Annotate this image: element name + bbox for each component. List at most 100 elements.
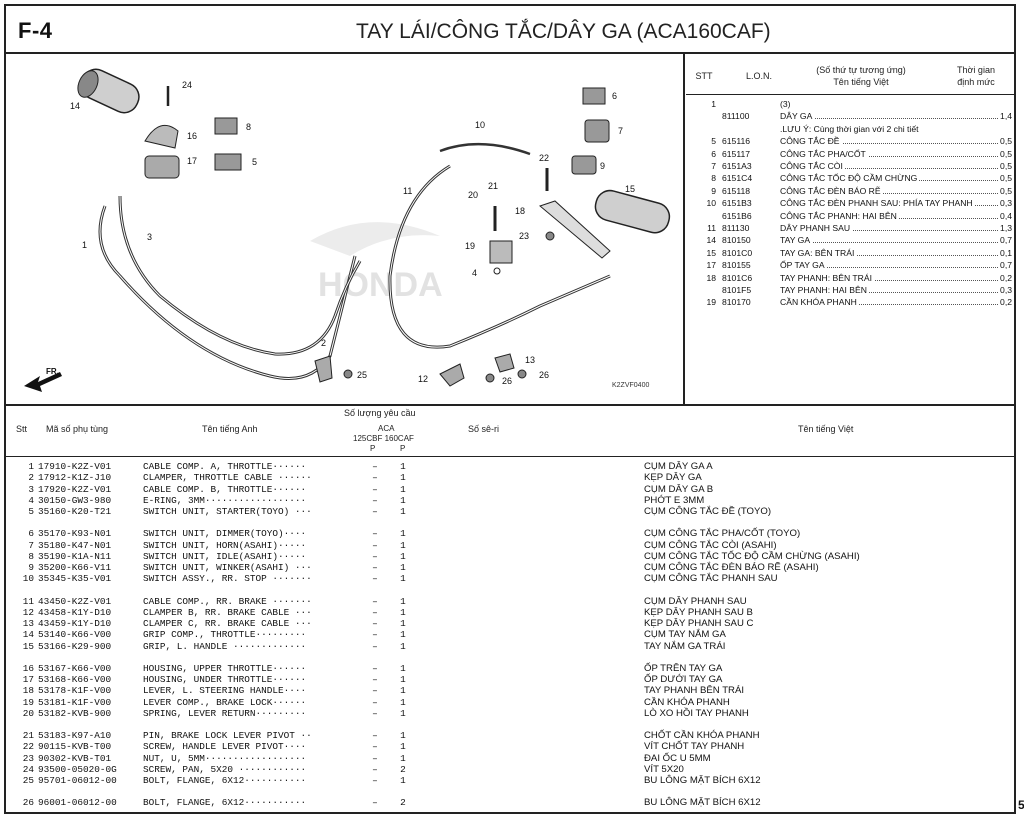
english-name: BOLT, FLANGE, 6X12··········· xyxy=(143,775,307,786)
vietnamese-name: KẸP DÂY PHANH SAU B xyxy=(644,606,753,618)
callout-14: 14 xyxy=(70,101,80,111)
table-row: 24 93500-05020-0G SCREW, PAN, 5X20 ·······… xyxy=(6,764,1014,775)
qty-125cbf: – xyxy=(372,528,378,540)
callout-8: 8 xyxy=(246,122,251,132)
part-number: 35160-K20-T21 xyxy=(38,506,112,517)
qty-160caf: 1 xyxy=(400,696,406,708)
throttle-grip xyxy=(77,68,140,114)
row-number: 3 xyxy=(28,483,34,495)
english-name: SWITCH UNIT, IDLE(ASAHI)····· xyxy=(143,550,307,562)
callout-18: 18 xyxy=(515,206,525,216)
qty-125cbf: – xyxy=(372,595,378,607)
brake-clamper-b xyxy=(439,363,465,387)
parts-header-rule xyxy=(6,456,1014,457)
callout-10: 10 xyxy=(475,120,485,130)
row-number: 13 xyxy=(22,618,34,629)
row-number: 16 xyxy=(22,662,34,674)
lon-stt: 6 xyxy=(711,148,716,159)
vietnamese-name: CỤM CÔNG TẮC ĐỀ (TOYO) xyxy=(644,506,772,517)
lon-time: 0,5 xyxy=(998,184,1012,197)
column-divider xyxy=(683,54,685,406)
qty-160caf: 1 xyxy=(400,752,406,764)
qty-160caf: 1 xyxy=(400,674,406,685)
vietnamese-name: LÒ XO HỒI TAY PHANH xyxy=(644,707,749,719)
lon-time: 0,3 xyxy=(998,284,1012,296)
lon-header-name: Tên tiếng Việt xyxy=(833,77,889,87)
flange-bolt-25 xyxy=(343,369,353,379)
leader-dots xyxy=(780,143,1012,145)
lon-name-cell: (3) xyxy=(780,98,1012,110)
parts-header-serial: Số sê-ri xyxy=(468,424,500,434)
lon-code: 615117 xyxy=(722,148,751,159)
lon-name: CÔNG TẮC ĐỀ xyxy=(780,136,842,147)
row-number: 6 xyxy=(28,528,34,540)
row-number: 5 xyxy=(28,506,34,517)
lon-code: 811100 xyxy=(722,111,750,122)
row-number: 24 xyxy=(22,763,34,775)
parts-header-vn: Tên tiếng Việt xyxy=(798,424,854,434)
qty-160caf: 1 xyxy=(400,730,406,741)
brake-clamper-c xyxy=(494,353,515,373)
qty-160caf: 1 xyxy=(400,662,406,674)
callout-4: 4 xyxy=(472,268,477,278)
lon-time: 0,5 xyxy=(998,160,1012,172)
lon-name: .LƯU Ý: Cùng thời gian với 2 chi tiết xyxy=(780,123,921,134)
row-number: 22 xyxy=(22,741,34,753)
qty-125cbf: – xyxy=(372,730,378,741)
leader-dots xyxy=(780,292,1012,293)
row-number: 14 xyxy=(22,629,34,641)
english-name: NUT, U, 5MM·················· xyxy=(143,752,307,764)
lon-code: 810150 xyxy=(722,235,751,246)
part-number: 93500-05020-0G xyxy=(38,763,117,775)
lon-code: 810170 xyxy=(722,297,751,308)
lon-header-ref: (Số thứ tự tương ứng) xyxy=(816,65,906,75)
leader-dots xyxy=(780,254,1012,256)
callout-20: 20 xyxy=(468,190,478,200)
qty-125cbf: – xyxy=(372,606,378,618)
fr-label: FR. xyxy=(46,367,59,376)
qty-125cbf: – xyxy=(372,506,378,517)
english-name: SWITCH UNIT, HORN(ASAHI)····· xyxy=(143,539,307,551)
part-number: 35180-K47-N01 xyxy=(38,539,112,551)
vietnamese-name: CỤM DÂY GA B xyxy=(644,483,714,495)
cable-a-inner xyxy=(99,205,356,379)
qty-125cbf: – xyxy=(372,763,378,775)
english-name: SCREW, PAN, 5X20 ············ xyxy=(143,763,307,775)
part-number: 53178-K1F-V00 xyxy=(38,685,112,697)
leader-dots xyxy=(780,192,1012,194)
lon-time: 0,2 xyxy=(998,271,1012,284)
leader-dots xyxy=(780,230,1012,231)
row-number: 11 xyxy=(22,595,34,607)
part-number: 35190-K1A-N11 xyxy=(38,550,112,562)
lon-name: ỐP TAY GA xyxy=(780,260,827,271)
fr-arrow: FR. xyxy=(24,367,62,392)
labor-time-table: STT L.O.N. (Số thứ tự tương ứng) Tên tiế… xyxy=(686,56,1014,402)
part-number: 53167-K66-V00 xyxy=(38,662,112,674)
lon-stt: 19 xyxy=(706,297,716,308)
english-name: LEVER, L. STEERING HANDLE···· xyxy=(143,685,307,697)
qty-125cbf: – xyxy=(372,461,378,472)
lon-code: 8101F5 xyxy=(722,285,752,295)
parts-header-variants: 125CBF 160CAF xyxy=(353,434,414,443)
qty-160caf: 1 xyxy=(400,775,406,786)
qty-125cbf: – xyxy=(372,494,378,506)
qty-125cbf: – xyxy=(372,640,378,652)
brake-lock-lever xyxy=(489,240,513,264)
row-number: 9 xyxy=(28,562,34,573)
vietnamese-name: CỤM CÔNG TẮC TỐC ĐỘ CẦM CHỪNG (ASAHI) xyxy=(644,550,860,562)
english-name: HOUSING, UNDER THROTTLE······ xyxy=(143,674,307,685)
qty-125cbf: – xyxy=(372,685,378,697)
